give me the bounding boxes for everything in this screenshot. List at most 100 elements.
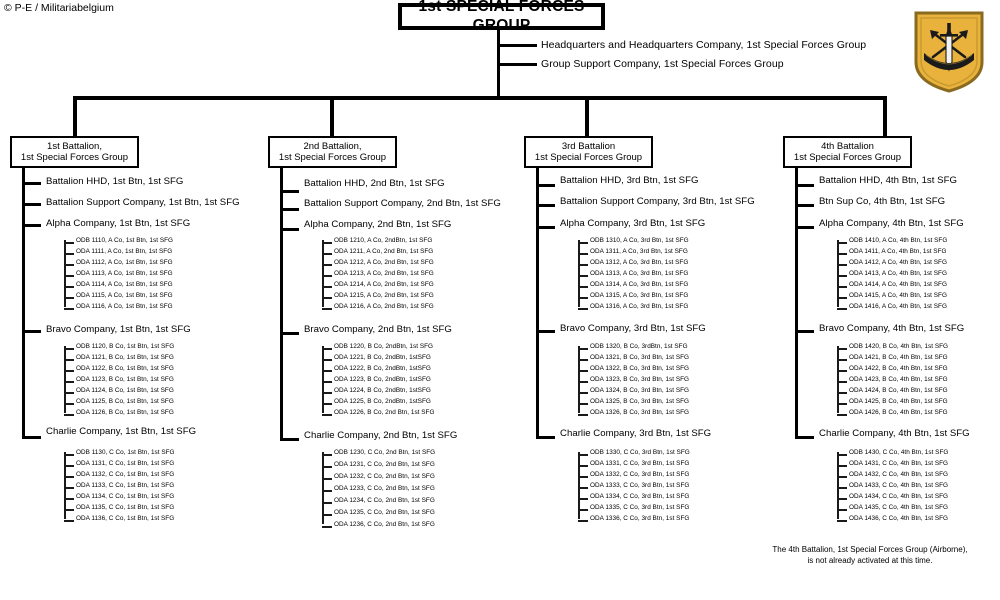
bn2-co0-team-4: ODA 1214, A Co, 2nd Btn, 1st SFG [334,281,434,288]
bn1-co1-team-5: ODA 1125, B Co, 1st Btn, 1st SFG [76,398,174,405]
bn1-co1-team-1: ODA 1121, B Co, 1st Btn, 1st SFG [76,354,174,361]
battalion-4-spine [795,168,798,438]
bn4-co2-spine [837,452,839,519]
battalion-drop-2 [585,96,589,136]
footnote: The 4th Battalion, 1st Special Forces Gr… [745,545,995,567]
bn1-co1-team-4: ODA 1124, B Co, 1st Btn, 1st SFG [76,387,174,394]
bn1-co0-tick-6 [64,308,74,310]
bn2-unit-tick-1 [280,208,299,211]
bn1-co1-tick-4 [64,392,74,394]
bn1-co2-tick-1 [64,465,74,467]
bn2-co2-team-0: ODB 1230, C Co, 2nd Btn, 1st SFG [334,449,436,456]
bn4-co1-tick-1 [837,359,847,361]
bn3-co2-tick-2 [578,476,588,478]
bn2-unit-tick-0 [280,190,299,193]
bn4-co2-team-0: ODB 1430, C Co, 4th Btn, 1st SFG [849,449,949,456]
bn4-co0-tick-3 [837,275,847,277]
bn4-direct-unit-1: Btn Sup Co, 4th Btn, 1st SFG [819,196,946,207]
bn1-co0-team-3: ODA 1113, A Co, 1st Btn, 1st SFG [76,270,173,277]
bn3-company-0-label: Alpha Company, 3rd Btn, 1st SFG [560,218,706,229]
hq-unit-1: Group Support Company, 1st Special Force… [541,58,784,70]
bn4-co1-tick-6 [837,414,847,416]
bn1-co2-team-1: ODA 1131, C Co, 1st Btn, 1st SFG [76,460,175,467]
bn3-co1-tick-1 [578,359,588,361]
battalion-box-3: 3rd Battalion 1st Special Forces Group [524,136,653,168]
bn1-direct-unit-0: Battalion HHD, 1st Btn, 1st SFG [46,176,184,187]
battalion-box-4-line1: 4th Battalion [821,140,874,152]
bn1-co-tick-0 [22,224,41,227]
bn1-direct-unit-1: Battalion Support Company, 1st Btn, 1st … [46,197,240,208]
bn1-co2-team-4: ODA 1134, C Co, 1st Btn, 1st SFG [76,493,175,500]
bn4-company-1-label: Bravo Company, 4th Btn, 1st SFG [819,323,965,334]
bn3-company-2-label: Charlie Company, 3rd Btn, 1st SFG [560,428,712,439]
special-forces-crest-icon [914,11,984,93]
bn2-co1-tick-0 [322,348,332,350]
bn2-co2-team-3: ODA 1233, C Co, 2nd Btn, 1st SFG [334,485,435,492]
bn1-co2-team-2: ODA 1132, C Co, 1st Btn, 1st SFG [76,471,175,478]
bn2-co0-tick-0 [322,242,332,244]
bn2-co0-tick-5 [322,297,332,299]
bn3-co1-tick-5 [578,403,588,405]
bn1-co0-team-2: ODA 1112, A Co, 1st Btn, 1st SFG [76,259,173,266]
battalion-3-spine [536,168,539,438]
bn1-co0-team-6: ODA 1116, A Co, 1st Btn, 1st SFG [76,303,173,310]
bn2-co1-spine [322,346,324,413]
bn1-unit-tick-0 [22,182,41,185]
bn4-co1-team-1: ODA 1421, B Co, 4th Btn, 1st SFG [849,354,948,361]
bn1-co2-team-5: ODA 1135, C Co, 1st Btn, 1st SFG [76,504,175,511]
bn3-co2-tick-1 [578,465,588,467]
bn4-co0-tick-6 [837,308,847,310]
bn3-co0-team-4: ODA 1314, A Co, 3rd Btn, 1st SFG [590,281,689,288]
bn2-co1-tick-1 [322,359,332,361]
bn4-co1-tick-2 [837,370,847,372]
battalion-box-3-line2: 1st Special Forces Group [534,152,643,163]
bn3-co2-tick-5 [578,509,588,511]
bn2-co0-spine [322,240,324,307]
bn3-unit-tick-0 [536,184,555,187]
bn3-co1-team-5: ODA 1325, B Co, 3rd Btn, 1st SFG [590,398,690,405]
bn3-co0-team-0: ODB 1310, A Co, 3rd Btn, 1st SFG [590,237,689,244]
battalion-box-1-line1: 1st Battalion, [47,140,102,152]
bn4-co2-team-5: ODA 1435, C Co, 4th Btn, 1st SFG [849,504,949,511]
bn3-co0-tick-3 [578,275,588,277]
bn3-direct-unit-0: Battalion HHD, 3rd Btn, 1st SFG [560,175,699,186]
bn1-company-0-label: Alpha Company, 1st Btn, 1st SFG [46,218,191,229]
bn4-co-tick-1 [795,330,814,333]
bn2-co1-team-6: ODA 1226, B Co, 2nd Btn, 1st SFG [334,409,435,416]
bn1-co2-team-3: ODA 1133, C Co, 1st Btn, 1st SFG [76,482,175,489]
battalion-drop-3 [883,96,887,136]
bn3-co0-team-1: ODA 1311, A Co, 3rd Btn, 1st SFG [590,248,688,255]
bn2-co1-team-4: ODA 1224, B Co, 2ndBtn, 1stSFG [334,387,431,394]
bn3-co2-team-3: ODA 1333, C Co, 3rd Btn, 1st SFG [590,482,690,489]
bn2-co-tick-1 [280,332,299,335]
bn4-co2-tick-2 [837,476,847,478]
root-unit-box: 1st SPECIAL FORCES GROUP [398,0,605,34]
bn3-co0-team-3: ODA 1313, A Co, 3rd Btn, 1st SFG [590,270,689,277]
bn3-co1-tick-3 [578,381,588,383]
bn4-co2-team-4: ODA 1434, C Co, 4th Btn, 1st SFG [849,493,949,500]
bn4-co1-team-6: ODA 1426, B Co, 4th Btn, 1st SFG [849,409,948,416]
bn2-co1-tick-6 [322,414,332,416]
footnote-line-1: The 4th Battalion, 1st Special Forces Gr… [772,545,968,554]
bn3-unit-tick-1 [536,204,555,207]
bn4-co0-team-5: ODA 1415, A Co, 4th Btn, 1st SFG [849,292,947,299]
battalion-box-2-line2: 1st Special Forces Group [278,152,387,163]
bn1-co2-spine [64,452,66,519]
bn4-co0-team-3: ODA 1413, A Co, 4th Btn, 1st SFG [849,270,947,277]
bn1-co1-spine [64,346,66,413]
bn3-co0-team-6: ODA 1316, A Co, 3rd Btn, 1st SFG [590,303,689,310]
bn3-co2-team-4: ODA 1334, C Co, 3rd Btn, 1st SFG [590,493,690,500]
bn2-co2-team-6: ODA 1236, C Co, 2nd Btn, 1st SFG [334,521,435,528]
battalion-drop-1 [330,96,334,136]
bn3-co-tick-1 [536,330,555,333]
bn2-co2-tick-4 [322,502,332,504]
bn4-co-tick-0 [795,226,814,229]
bn2-co1-team-5: ODA 1225, B Co, 2ndBtn, 1stSFG [334,398,431,405]
bn1-co0-team-5: ODA 1115, A Co, 1st Btn, 1st SFG [76,292,173,299]
bn4-co2-tick-4 [837,498,847,500]
bn3-co1-tick-0 [578,348,588,350]
bn2-direct-unit-0: Battalion HHD, 2nd Btn, 1st SFG [304,178,445,189]
bn3-co0-tick-0 [578,242,588,244]
bn1-co2-tick-0 [64,454,74,456]
bn3-co0-spine [578,240,580,307]
